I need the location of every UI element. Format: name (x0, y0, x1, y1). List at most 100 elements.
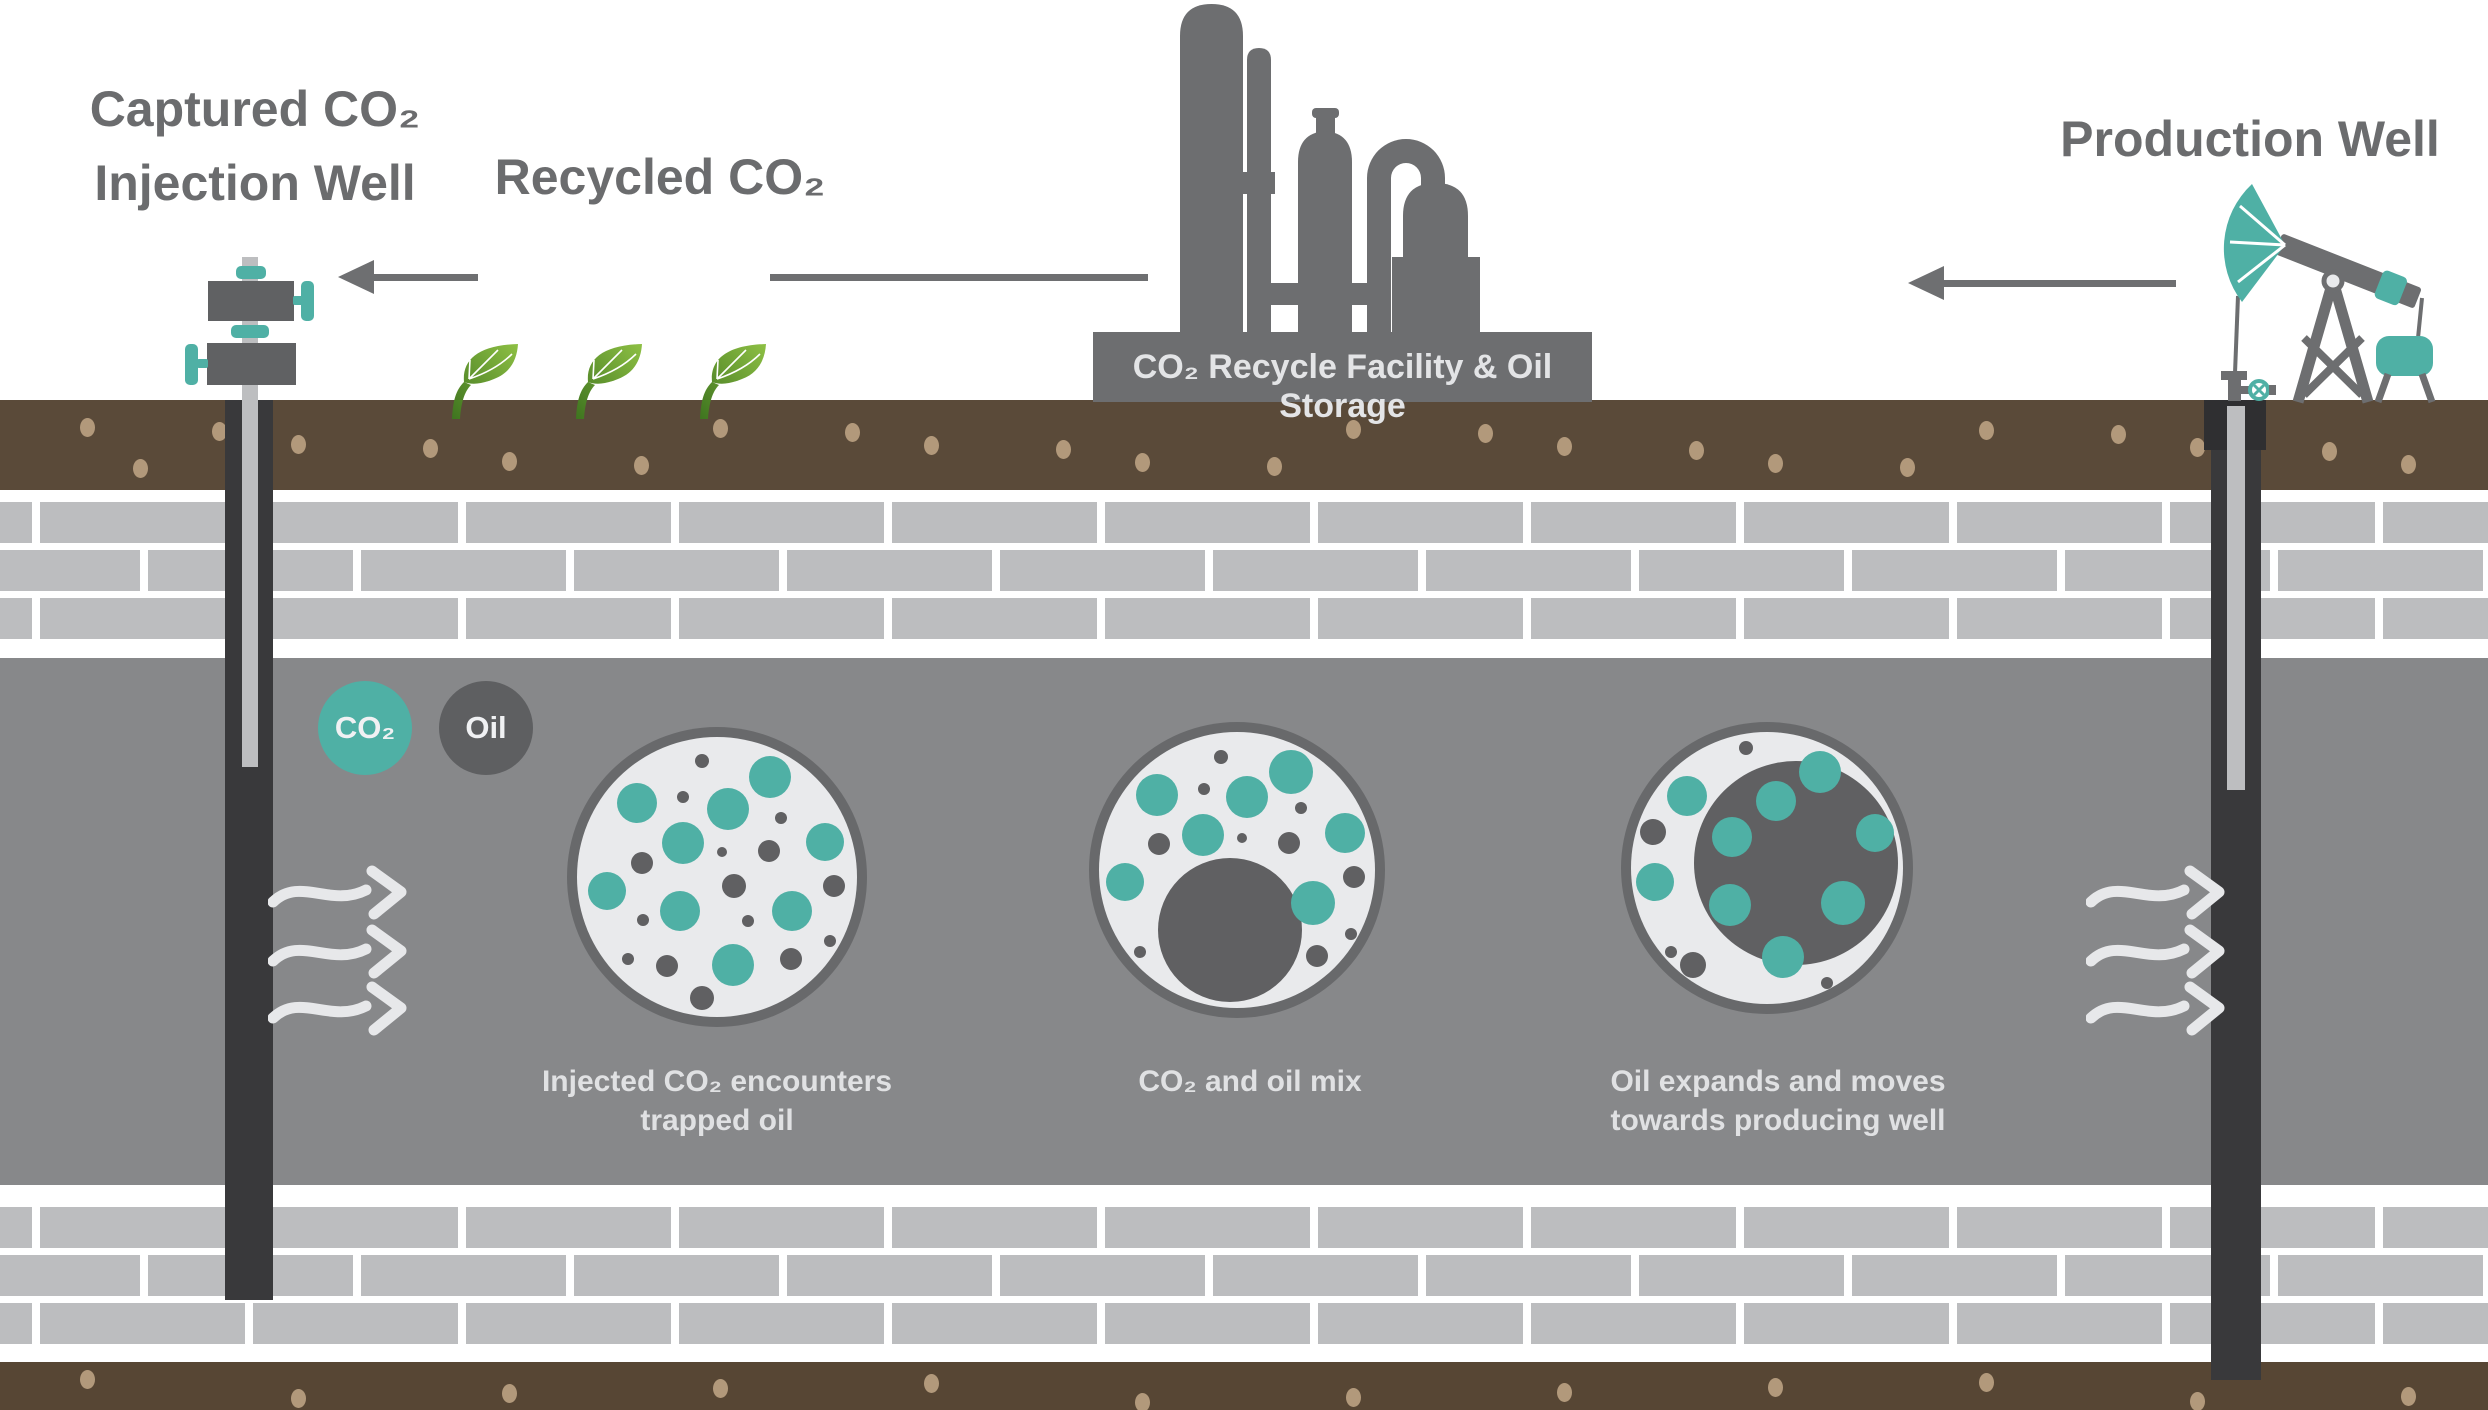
rock-brick (0, 1207, 32, 1248)
oil-droplet (1821, 977, 1833, 989)
soil-pebble (713, 1379, 728, 1398)
soil-pebble (1768, 1378, 1783, 1397)
rock-brick (40, 598, 245, 639)
rock-brick (2170, 1303, 2375, 1344)
stage-circle-1 (567, 727, 867, 1027)
rock-brick (1852, 1255, 2057, 1296)
soil-pebble (2401, 455, 2416, 474)
stage-caption-2: CO₂ and oil mix (990, 1062, 1510, 1101)
stage-circle-fill (1099, 732, 1375, 1008)
soil-pebble (924, 436, 939, 455)
rock-brick (892, 598, 1097, 639)
stage-circle-fill (577, 737, 857, 1017)
rock-brick (253, 1207, 458, 1248)
legend-co2-label: CO₂ (334, 710, 396, 745)
soil-pebble (1979, 421, 1994, 440)
soil-pebble (924, 1374, 939, 1393)
rock-brick (2278, 550, 2483, 591)
oil-droplet (742, 915, 754, 927)
oil-droplet (1306, 945, 1328, 967)
rock-brick (1105, 502, 1310, 543)
flow-arrow-icon (2086, 923, 2236, 983)
rock-brick (1639, 550, 1844, 591)
rock-brick (1105, 598, 1310, 639)
co2-bubble (772, 891, 812, 931)
oil-droplet (775, 812, 787, 824)
rock-brick (1318, 1207, 1523, 1248)
co2-bubble (1325, 813, 1365, 853)
co2-bubble (1821, 881, 1865, 925)
recycle-facility-icon (1093, 4, 1592, 402)
co2-bubble (1762, 936, 1804, 978)
facility-label: CO₂ Recycle Facility & Oil Storage (1132, 348, 1553, 425)
soil-pebble (1557, 1383, 1572, 1402)
co2-bubble (1136, 774, 1178, 816)
production-well-pipe (2227, 406, 2245, 790)
pumpjack-icon (2221, 184, 2436, 404)
oil-droplet (1134, 946, 1146, 958)
rock-brick (892, 1207, 1097, 1248)
co2-bubble (1667, 776, 1707, 816)
rock-brick (1318, 598, 1523, 639)
oil-droplet (717, 847, 727, 857)
leaf-sprout-icon (452, 344, 518, 419)
rock-brick (1000, 550, 1205, 591)
rock-brick (1426, 1255, 1631, 1296)
oil-droplet (1345, 928, 1357, 940)
co2-bubble (617, 783, 657, 823)
rock-brick (2170, 598, 2375, 639)
rock-brick (1318, 1303, 1523, 1344)
co2-bubble (712, 944, 754, 986)
leaf-sprout-icon (700, 344, 766, 419)
recycled-arrow-line (372, 274, 478, 281)
co2-bubble (1799, 751, 1841, 793)
valve-handle-icon (185, 344, 198, 385)
rock-brick (253, 1303, 458, 1344)
co2-bubble (1269, 750, 1313, 794)
rock-brick (574, 1255, 779, 1296)
soil-pebble (1346, 1388, 1361, 1407)
oil-droplet (1278, 832, 1300, 854)
rock-brick (466, 598, 671, 639)
oil-droplet (631, 852, 653, 874)
stage-caption-1: Injected CO₂ encounters trapped oil (457, 1062, 977, 1140)
legend-oil-label: Oil (465, 710, 507, 745)
soil-pebble (1900, 458, 1915, 477)
rock-brick (1744, 598, 1949, 639)
stage-circle-fill (1631, 732, 1903, 1004)
rock-brick (1531, 598, 1736, 639)
rock-brick (679, 1303, 884, 1344)
soil-pebble (1689, 441, 1704, 460)
soil-pebble (502, 452, 517, 471)
flow-arrow-icon (2086, 980, 2236, 1040)
recycled-arrow-head-icon (338, 260, 374, 294)
oil-droplet (1665, 946, 1677, 958)
soil-pebble (1557, 437, 1572, 456)
soil-pebble (1979, 1373, 1994, 1392)
injection-well-label-line1: Captured CO₂ (89, 81, 421, 137)
injection-well-label-line2: Injection Well (94, 155, 416, 211)
soil-pebble (1135, 453, 1150, 472)
co2-bubble (806, 823, 844, 861)
co2-bubble (662, 822, 704, 864)
co2-bubble (1182, 814, 1224, 856)
rock-brick (1531, 1303, 1736, 1344)
rock-brick (1531, 502, 1736, 543)
injection-well-label: Captured CO₂ Injection Well (30, 72, 480, 220)
valve-handle-icon (301, 281, 314, 321)
rock-brick (2383, 1207, 2488, 1248)
rock-brick (40, 1303, 245, 1344)
rock-brick (1426, 550, 1631, 591)
rock-brick (466, 1303, 671, 1344)
oil-droplet (695, 754, 709, 768)
soil-pebble (2111, 425, 2126, 444)
oil-droplet (1214, 750, 1228, 764)
recycled-co2-label: Recycled CO₂ (494, 149, 826, 205)
co2-bubble (588, 872, 626, 910)
legend-co2: CO₂ (318, 681, 412, 775)
rock-brick (253, 598, 458, 639)
oil-droplet (1640, 819, 1666, 845)
oil-droplet (722, 874, 746, 898)
rock-brick (679, 1207, 884, 1248)
